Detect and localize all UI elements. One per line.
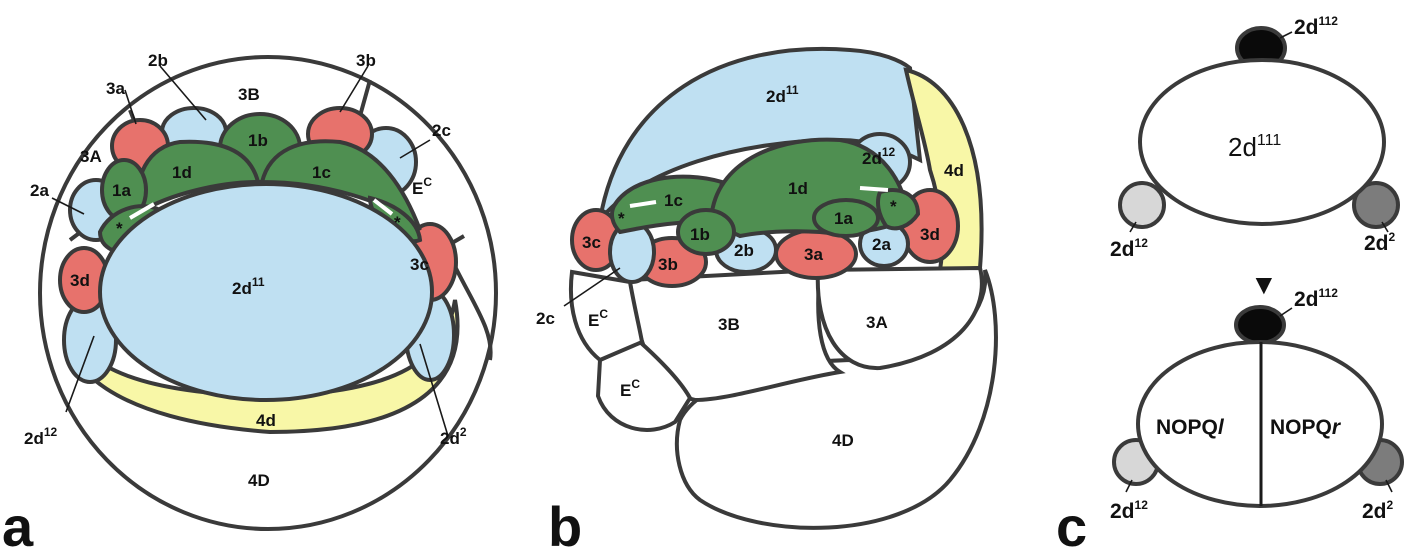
label-3d-b: 3d [920,225,940,244]
marker-left-a [128,202,156,220]
panel-letter-a: a [2,495,34,552]
cell-star-right-b [876,188,921,231]
label-1d-b: 1d [788,179,808,198]
cell-2d112-bottom-c [1234,305,1286,345]
panel-letter-c: c [1056,495,1087,552]
label-2c-b: 2c [536,309,555,328]
label-EC-lower-b: EC [620,377,640,400]
panel-b: 2d11 2d12 4d 1c 1d 1a 3c 1b 2b 3a 2a 3d … [536,47,998,557]
marker-right-b [859,186,889,192]
cell-1b-b [676,208,736,256]
label-4d-a: 4d [256,411,276,430]
label-3d-a: 3d [70,271,90,290]
label-4D-a: 4D [248,471,270,490]
label-2c-a: 2c [432,121,451,140]
label-2d111-c: 2d111 [1228,132,1281,162]
label-3B-a: 3B [238,85,260,104]
label-4D-b: 4D [832,431,854,450]
label-2d2-top-c: 2d2 [1364,230,1396,255]
label-1b-a: 1b [248,131,268,150]
label-3b-a: 3b [356,51,376,70]
label-1c-a: 1c [312,163,331,182]
label-EC-upper-b: EC [588,307,608,330]
cell-4d-a [66,299,460,435]
cell-1a-b [812,198,880,238]
label-3c-b: 3c [582,233,601,252]
label-NOPQr-c: NOPQr [1270,416,1342,439]
label-2d2-bottom-c: 2d2 [1362,498,1394,523]
label-2a-a: 2a [30,181,49,200]
label-2b-b: 2b [734,241,754,260]
panel-a: 3B 3a 2b 3b 2c 3A 1b 1d 1c 1a 2a 3d 3c 4… [2,51,498,557]
label-3a-a: 3a [106,79,125,98]
label-1c-b: 1c [664,191,683,210]
panel-c: 2d112 2d111 2d12 2d2 ▼ 2d112 NOPQl NOPQr… [1056,14,1404,557]
label-star-left-a: * [116,219,123,238]
label-3B-b: 3B [718,315,740,334]
label-EC-a: EC [412,175,432,198]
cell-2d111-c [1138,58,1386,226]
label-star-right-a: * [394,213,401,232]
cell-2d11-b [596,47,923,228]
label-1a-b: 1a [834,209,853,228]
label-1a-a: 1a [112,181,131,200]
cell-1d-a [135,139,261,216]
leaders-a [51,65,449,437]
label-1d-a: 1d [172,163,192,182]
marker-right-a [372,198,394,216]
label-2d112-bottom-c: 2d112 [1294,286,1338,311]
cell-EC-lower-b [595,339,693,432]
cell-2d12-top-c [1118,181,1166,229]
arrow-down-icon: ▼ [1250,269,1278,300]
label-2d12-bottom-c: 2d12 [1110,498,1148,523]
label-2d12-top-c: 2d12 [1110,236,1148,261]
label-2d12-b: 2d12 [862,145,896,168]
label-2d112-top-c: 2d112 [1294,14,1338,39]
leaders-b [563,267,621,307]
label-3A-a: 3A [80,147,102,166]
label-4d-b: 4d [944,161,964,180]
label-2d11-b: 2d11 [766,83,799,106]
label-star-right-b: * [890,197,897,216]
panel-letter-b: b [548,495,582,552]
label-3a-b: 3a [804,245,823,264]
marker-left-b [629,200,657,208]
label-2a-b: 2a [872,235,891,254]
label-3b-b: 3b [658,255,678,274]
leaders-bottom-c [1125,307,1393,493]
label-2d2-a: 2d2 [440,425,467,448]
label-star-left-b: * [618,209,625,228]
leaders-top-c [1129,31,1389,233]
label-3A-b: 3A [866,313,888,332]
label-3c-a: 3c [410,255,429,274]
cell-1c-a [259,139,422,232]
cell-2d2-top-c [1352,181,1400,229]
cell-2d11-a [98,182,434,402]
label-2d12-a: 2d12 [24,425,58,448]
label-2d11-a: 2d11 [232,275,265,298]
label-NOPQl-c: NOPQl [1156,416,1225,439]
label-1b-b: 1b [690,225,710,244]
label-2b-a: 2b [148,51,168,70]
cell-3A-b [815,265,984,371]
